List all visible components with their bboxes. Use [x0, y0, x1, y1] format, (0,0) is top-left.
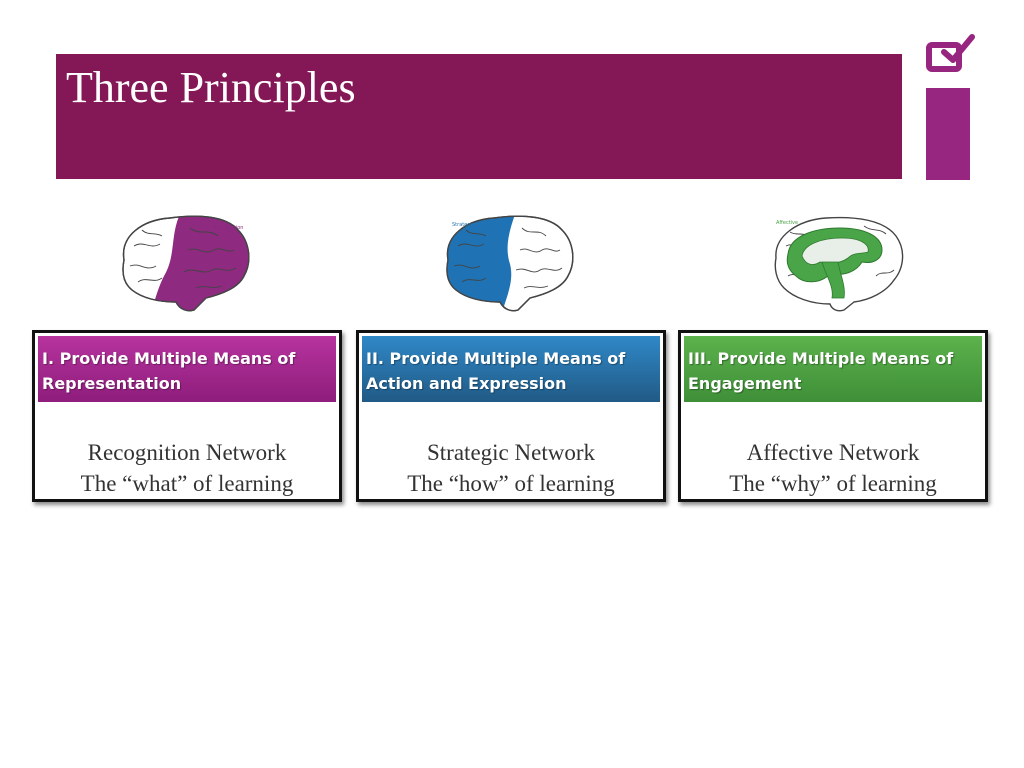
principle-header-line1: III. Provide Multiple Means of [688, 349, 954, 368]
brain-strategic-icon: Strategic [434, 206, 584, 318]
network-tagline: The “how” of learning [407, 471, 615, 496]
title-bar: Three Principles [56, 54, 902, 179]
principle-header-line1: I. Provide Multiple Means of [42, 349, 296, 368]
logo-bar [926, 88, 970, 180]
principle-body-representation: Recognition Network The “what” of learni… [35, 437, 339, 499]
principle-body-action-expression: Strategic Network The “how” of learning [359, 437, 663, 499]
slide-title: Three Principles [66, 63, 356, 112]
principle-card-representation: I. Provide Multiple Means of Representat… [32, 330, 342, 502]
principle-card-engagement: III. Provide Multiple Means of Engagemen… [678, 330, 988, 502]
principle-body-engagement: Affective Network The “why” of learning [681, 437, 985, 499]
principle-card-action-expression: II. Provide Multiple Means of Action and… [356, 330, 666, 502]
principle-header-line2: Action and Expression [366, 374, 567, 393]
principle-header-representation: I. Provide Multiple Means of Representat… [38, 336, 336, 402]
checkbox-logo-icon [922, 34, 978, 182]
network-tagline: The “what” of learning [80, 471, 294, 496]
network-name: Affective Network [746, 440, 920, 465]
network-name: Recognition Network [87, 440, 287, 465]
brain-label-recognition: Recognition [214, 225, 243, 231]
brain-label-affective: Affective [776, 220, 798, 226]
principle-header-engagement: III. Provide Multiple Means of Engagemen… [684, 336, 982, 402]
brain-affective-icon: Affective [764, 206, 914, 318]
principle-header-line2: Engagement [688, 374, 802, 393]
brain-label-strategic: Strategic [452, 222, 475, 228]
principle-header-line2: Representation [42, 374, 182, 393]
network-name: Strategic Network [427, 440, 595, 465]
principle-header-action-expression: II. Provide Multiple Means of Action and… [362, 336, 660, 402]
brain-recognition-icon: Recognition [110, 206, 260, 318]
logo-checkmark [941, 34, 975, 63]
network-tagline: The “why” of learning [729, 471, 937, 496]
principle-header-line1: II. Provide Multiple Means of [366, 349, 626, 368]
